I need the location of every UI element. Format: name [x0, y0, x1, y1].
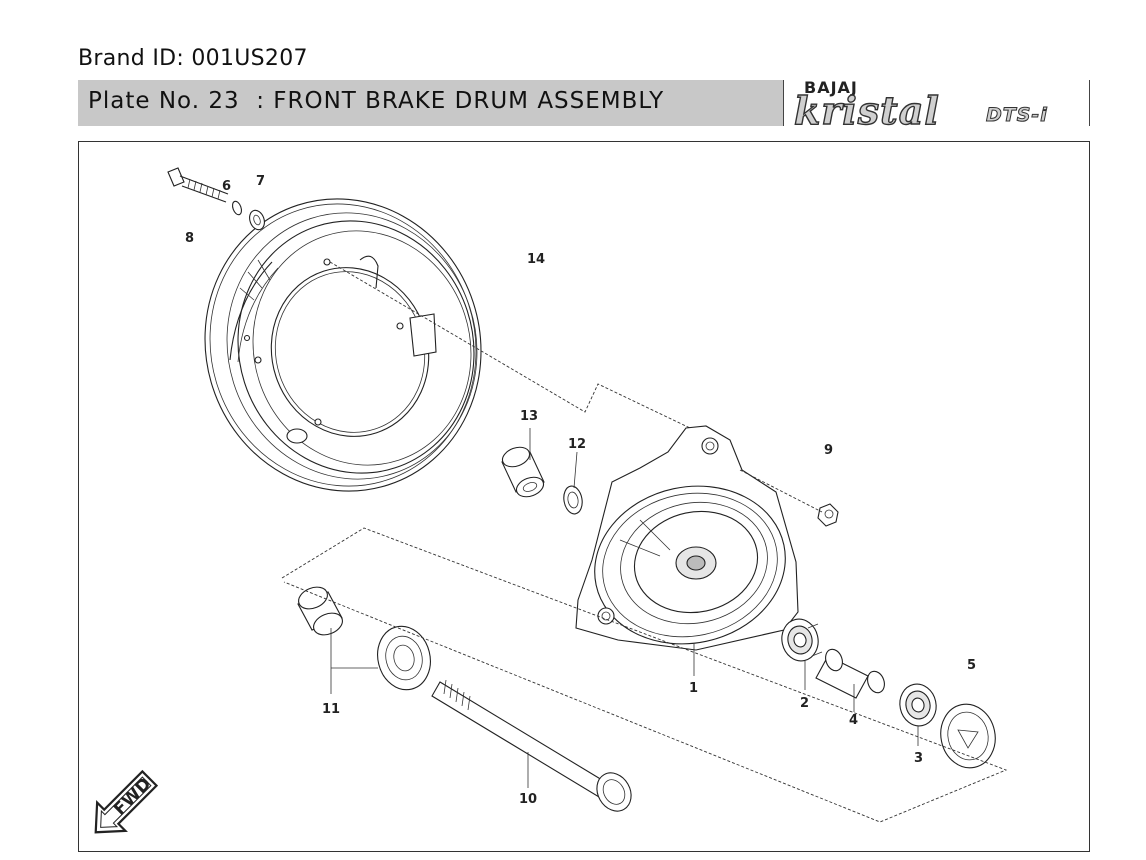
spacer-part-11 — [297, 586, 431, 691]
assembly-line-hub-to-nut — [739, 469, 823, 513]
brand-logo: BAJAJ kristal DTS-i — [790, 78, 1085, 134]
callout-3: 3 — [914, 751, 923, 766]
logo-divider-left — [783, 80, 784, 126]
callout-10: 10 — [519, 792, 537, 807]
callout-6: 6 — [222, 179, 231, 194]
logo-divider-right — [1089, 80, 1090, 126]
plate-title-bar: Plate No. 23 : FRONT BRAKE DRUM ASSEMBLY — [78, 80, 783, 126]
seal-part-5 — [940, 703, 996, 769]
callout-5: 5 — [967, 658, 976, 673]
callout-9: 9 — [824, 443, 833, 458]
callout-13: 13 — [520, 409, 538, 424]
bearing-part-3 — [899, 683, 937, 727]
callout-11: 11 — [322, 702, 340, 717]
callout-14: 14 — [527, 252, 545, 267]
bolt-part-6 — [167, 167, 243, 216]
callout-7: 7 — [256, 174, 265, 189]
callout-4: 4 — [849, 713, 858, 728]
assembly-boundary-line — [281, 527, 1008, 823]
hub-part-1 — [575, 425, 799, 651]
seal-part-12 — [563, 485, 583, 515]
callout-8: 8 — [185, 231, 194, 246]
logo-variant: DTS-i — [986, 104, 1048, 127]
logo-make: BAJAJ — [804, 78, 858, 97]
axle-part-10 — [431, 679, 632, 812]
plate-title: Plate No. 23 : FRONT BRAKE DRUM ASSEMBLY — [88, 88, 665, 114]
nut-part-9 — [817, 503, 839, 527]
brand-id: Brand ID: 001US207 — [78, 46, 308, 71]
bearing-part-2 — [781, 618, 823, 662]
callout-12: 12 — [568, 437, 586, 452]
washer-part-7 — [249, 209, 265, 231]
leader-lines — [330, 428, 919, 788]
assembly-line-panel-to-hub — [329, 261, 691, 429]
collar-part-4 — [815, 648, 885, 699]
logo-model: kristal — [793, 87, 940, 133]
fwd-arrow-icon: FWD — [94, 769, 159, 834]
callout-2: 2 — [800, 696, 809, 711]
diagram-frame — [78, 141, 1090, 852]
spacer-part-13 — [501, 446, 545, 498]
brake-panel-part-14 — [204, 198, 482, 492]
callout-1: 1 — [689, 681, 698, 696]
